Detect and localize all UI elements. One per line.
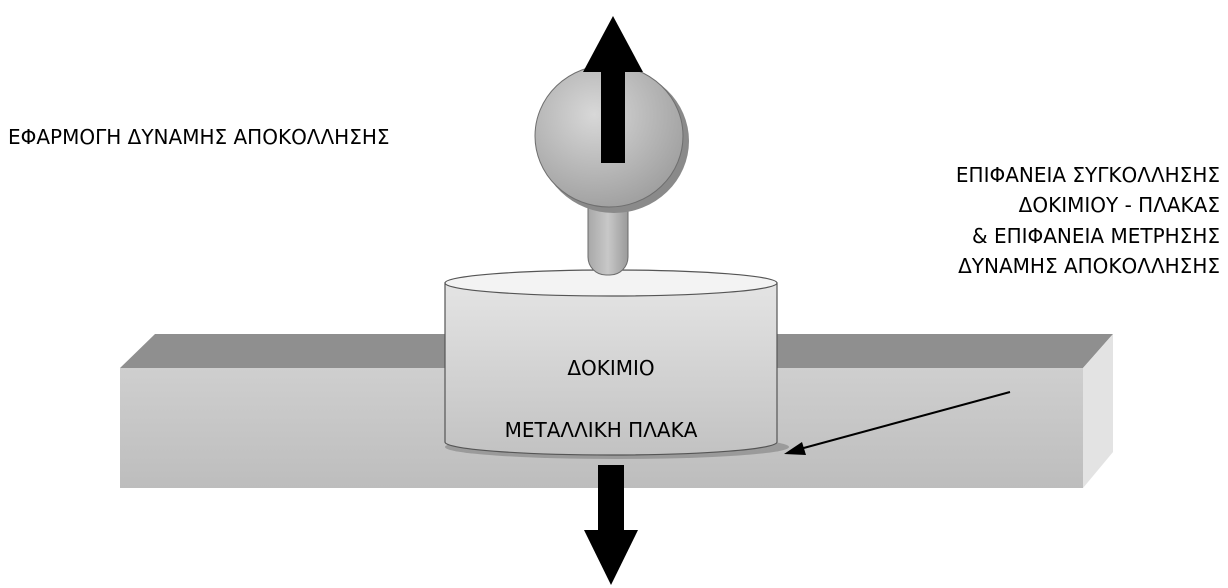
- arrow-up-icon: [583, 16, 643, 163]
- metal-plate-side-face: [1083, 334, 1113, 488]
- bonding-surface-line-4: ΔΥΝΑΜΗΣ ΑΠΟΚΟΛΛΗΣΗΣ: [958, 254, 1220, 278]
- specimen-side: [444, 282, 778, 456]
- specimen-disc: [444, 269, 789, 459]
- bonding-surface-line-3: & ΕΠΙΦΑΝΕΙΑ ΜΕΤΡΗΣΗΣ: [972, 224, 1220, 248]
- arrow-down-icon: [584, 465, 638, 585]
- specimen-label: ΔΟΚΙΜΙΟ: [567, 356, 654, 380]
- pointer-arrow-icon: [784, 391, 1011, 455]
- bonding-surface-label: ΕΠΙΦΑΝΕΙΑ ΣΥΓΚΟΛΛΗΣΗΣ ΔΟΚΙΜΙΟΥ - ΠΛΑΚΑΣ …: [956, 163, 1220, 278]
- metal-plate-label: ΜΕΤΑΛΛΙΚΗ ΠΛΑΚΑ: [505, 418, 698, 442]
- bonding-surface-line-2: ΔΟΚΙΜΙΟΥ - ΠΛΑΚΑΣ: [1019, 193, 1220, 217]
- bonding-surface-line-1: ΕΠΙΦΑΝΕΙΑ ΣΥΓΚΟΛΛΗΣΗΣ: [956, 163, 1220, 187]
- apply-force-label: ΕΦΑΡΜΟΓΗ ΔΥΝΑΜΗΣ ΑΠΟΚΟΛΛΗΣΗΣ: [8, 125, 390, 149]
